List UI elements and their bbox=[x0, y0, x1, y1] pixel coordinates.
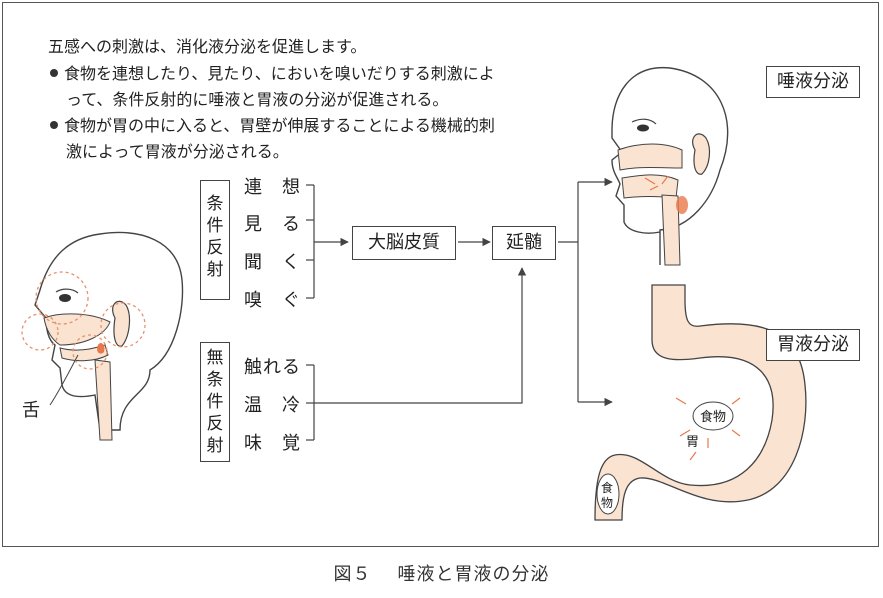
stimulus-hearing: 聞 く bbox=[244, 252, 301, 273]
food-label-esophagus-1: 食 bbox=[601, 480, 613, 495]
right-head-illustration bbox=[611, 67, 729, 266]
medulla-box: 延髄 bbox=[492, 226, 556, 260]
bullet-2-line-2: 激によって胃液が分泌される。 bbox=[66, 142, 289, 161]
stimulus-taste: 味 覚 bbox=[244, 433, 301, 454]
food-label-esophagus-2: 物 bbox=[601, 496, 613, 510]
left-head-illustration bbox=[21, 231, 184, 441]
stimulus-association: 連 想 bbox=[244, 177, 301, 198]
bullet-dot bbox=[50, 68, 58, 77]
figure-title: 唾液と胃液の分泌 bbox=[397, 564, 550, 585]
figure-frame bbox=[2, 2, 879, 547]
unconditioned-reflex-label: 無 条 件 反 射 bbox=[200, 342, 230, 462]
stomach-illustration bbox=[594, 284, 807, 521]
stimulus-smelling: 嗅 ぐ bbox=[244, 290, 301, 311]
food-label-stomach: 食物 bbox=[700, 409, 726, 425]
stimulus-temperature: 温 冷 bbox=[244, 395, 301, 416]
stimulus-seeing: 見 る bbox=[244, 214, 301, 235]
bullet-1-line-2: って、条件反射的に唾液と胃液の分泌が促進される。 bbox=[66, 90, 449, 109]
gastric-secretion-label: 胃液分泌 bbox=[766, 329, 860, 361]
tongue-label: 舌 bbox=[22, 400, 40, 421]
cerebral-cortex-box: 大脳皮質 bbox=[352, 226, 456, 260]
stimulus-touch: 触れる bbox=[244, 357, 301, 378]
conditioned-reflex-label: 条 件 反 射 bbox=[200, 180, 230, 300]
bullet-1-line-1: 食物を連想したり、見たり、においを嗅いだりする刺激によ bbox=[50, 60, 495, 87]
bullet-dot bbox=[50, 120, 58, 129]
figure-caption: 図５ 唾液と胃液の分泌 bbox=[0, 560, 883, 586]
intro-text: 五感への刺激は、消化液分泌を促進します。 bbox=[48, 37, 367, 56]
bullet-2-line-1: 食物が胃の中に入ると、胃壁が伸展することによる機械的刺 bbox=[50, 112, 495, 139]
saliva-secretion-label: 唾液分泌 bbox=[766, 66, 860, 98]
stomach-label: 胃 bbox=[686, 435, 699, 450]
medulla-output-arrows bbox=[558, 177, 613, 407]
figure-number: 図５ bbox=[333, 564, 372, 585]
conditioned-bracket bbox=[306, 184, 349, 299]
unconditioned-bracket bbox=[306, 267, 527, 441]
